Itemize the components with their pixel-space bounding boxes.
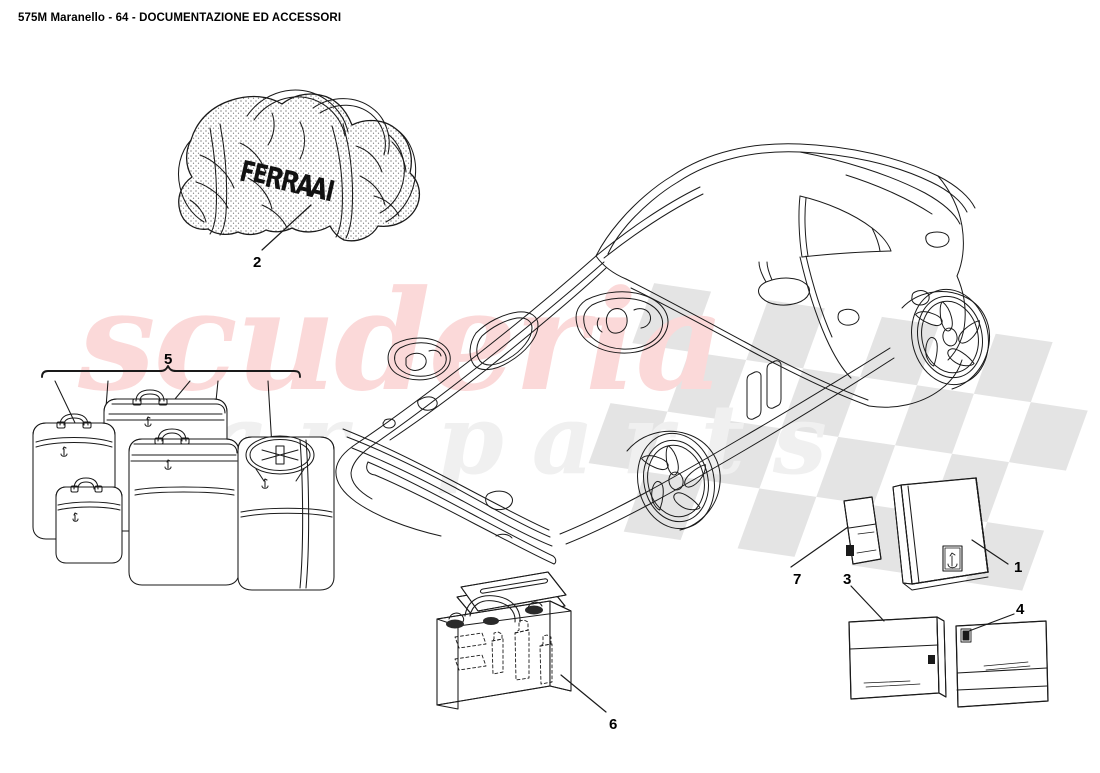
callout-label-2: 2 (253, 254, 262, 271)
callout-label-6: 6 (609, 716, 618, 733)
bag-ferrari-logo (240, 160, 335, 202)
callout-label-1: 1 (1014, 559, 1023, 576)
wallet-ferrari-shield (942, 545, 963, 572)
part-owners-manual-booklet (848, 585, 947, 700)
callout-label-4: 4 (1016, 601, 1025, 618)
callout-label-3: 3 (843, 571, 852, 588)
page-title: 575M Maranello - 64 - DOCUMENTAZIONE ED … (18, 12, 342, 24)
vehicle-illustration-575m-maranello (335, 143, 991, 565)
front-wheel (637, 432, 715, 530)
callout-label-7: 7 (793, 571, 802, 588)
part-warranty-service-booklet (955, 613, 1049, 708)
part-fitted-luggage-set (32, 365, 335, 591)
part-ferrari-duffel-bag (177, 89, 421, 251)
part-document-wallet (892, 477, 1009, 591)
callout-label-5: 5 (164, 351, 173, 368)
part-service-card (790, 496, 882, 568)
rear-wheel (911, 288, 989, 386)
part-tool-kit-case (436, 571, 607, 713)
